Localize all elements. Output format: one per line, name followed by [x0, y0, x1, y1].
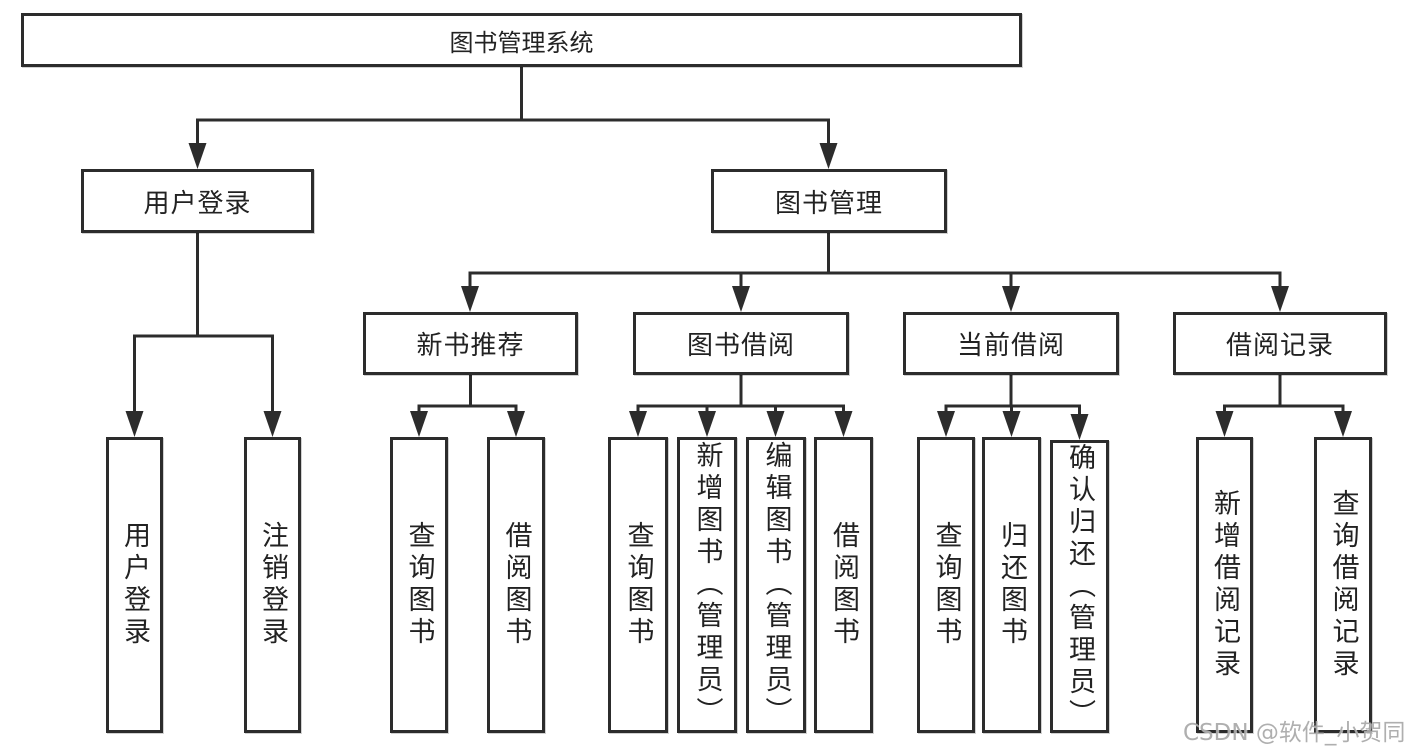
- node-label: 新书推荐: [416, 331, 525, 361]
- node-new-book-recommend: 新书推荐: [363, 312, 578, 375]
- leaf-query-borrow-record: 查询借阅记录: [1314, 437, 1372, 733]
- node-label: 图书管理: [774, 188, 883, 219]
- leaf-confirm-return-admin: 确认归还（管理员）: [1050, 440, 1109, 733]
- node-label: 图书管理系统: [449, 28, 594, 57]
- node-label: 图书借阅: [686, 331, 795, 361]
- node-root-library-system: 图书管理系统: [21, 13, 1022, 67]
- node-label: 借阅图书: [500, 521, 532, 649]
- node-label: 确认归还（管理员）: [1064, 442, 1095, 731]
- node-user-login: 用户登录: [81, 169, 314, 233]
- leaf-add-borrow-record: 新增借阅记录: [1196, 437, 1253, 733]
- node-label: 查询借阅记录: [1327, 489, 1359, 681]
- leaf-add-books-admin: 新增图书（管理员）: [677, 437, 737, 733]
- node-label: 借阅记录: [1225, 331, 1334, 361]
- connector-paths: [133, 64, 1345, 418]
- leaf-query-books-borrowing: 查询图书: [608, 437, 668, 733]
- node-borrowing-records: 借阅记录: [1173, 312, 1387, 375]
- node-book-borrowing: 图书借阅: [633, 312, 849, 375]
- leaf-return-books: 归还图书: [982, 437, 1041, 733]
- leaf-edit-books-admin: 编辑图书（管理员）: [746, 437, 806, 733]
- node-label: 新增借阅记录: [1209, 489, 1240, 681]
- arrowheads: [125, 143, 1352, 440]
- node-label: 查询图书: [622, 521, 654, 649]
- leaf-query-books-current: 查询图书: [917, 437, 975, 733]
- leaf-borrow-books-recommend: 借阅图书: [487, 437, 545, 733]
- node-label: 用户登录: [143, 188, 252, 219]
- leaf-user-login: 用户登录: [106, 437, 163, 733]
- node-label: 用户登录: [119, 521, 150, 649]
- node-book-management: 图书管理: [711, 169, 947, 233]
- csdn-watermark: CSDN @软件_小贺同学: [1183, 720, 1405, 746]
- node-label: 归还图书: [996, 521, 1027, 649]
- leaf-query-books-recommend: 查询图书: [390, 437, 448, 733]
- node-label: 注销登录: [257, 521, 288, 649]
- leaf-logout: 注销登录: [244, 437, 301, 733]
- node-label: 当前借阅: [956, 331, 1065, 361]
- leaf-borrow-books: 借阅图书: [814, 437, 873, 733]
- node-label: 借阅图书: [828, 521, 859, 649]
- node-label: 查询图书: [403, 521, 435, 649]
- node-label: 查询图书: [930, 521, 962, 649]
- node-current-borrowing: 当前借阅: [903, 312, 1119, 375]
- node-label: 编辑图书（管理员）: [760, 441, 792, 729]
- node-label: 新增图书（管理员）: [691, 441, 723, 729]
